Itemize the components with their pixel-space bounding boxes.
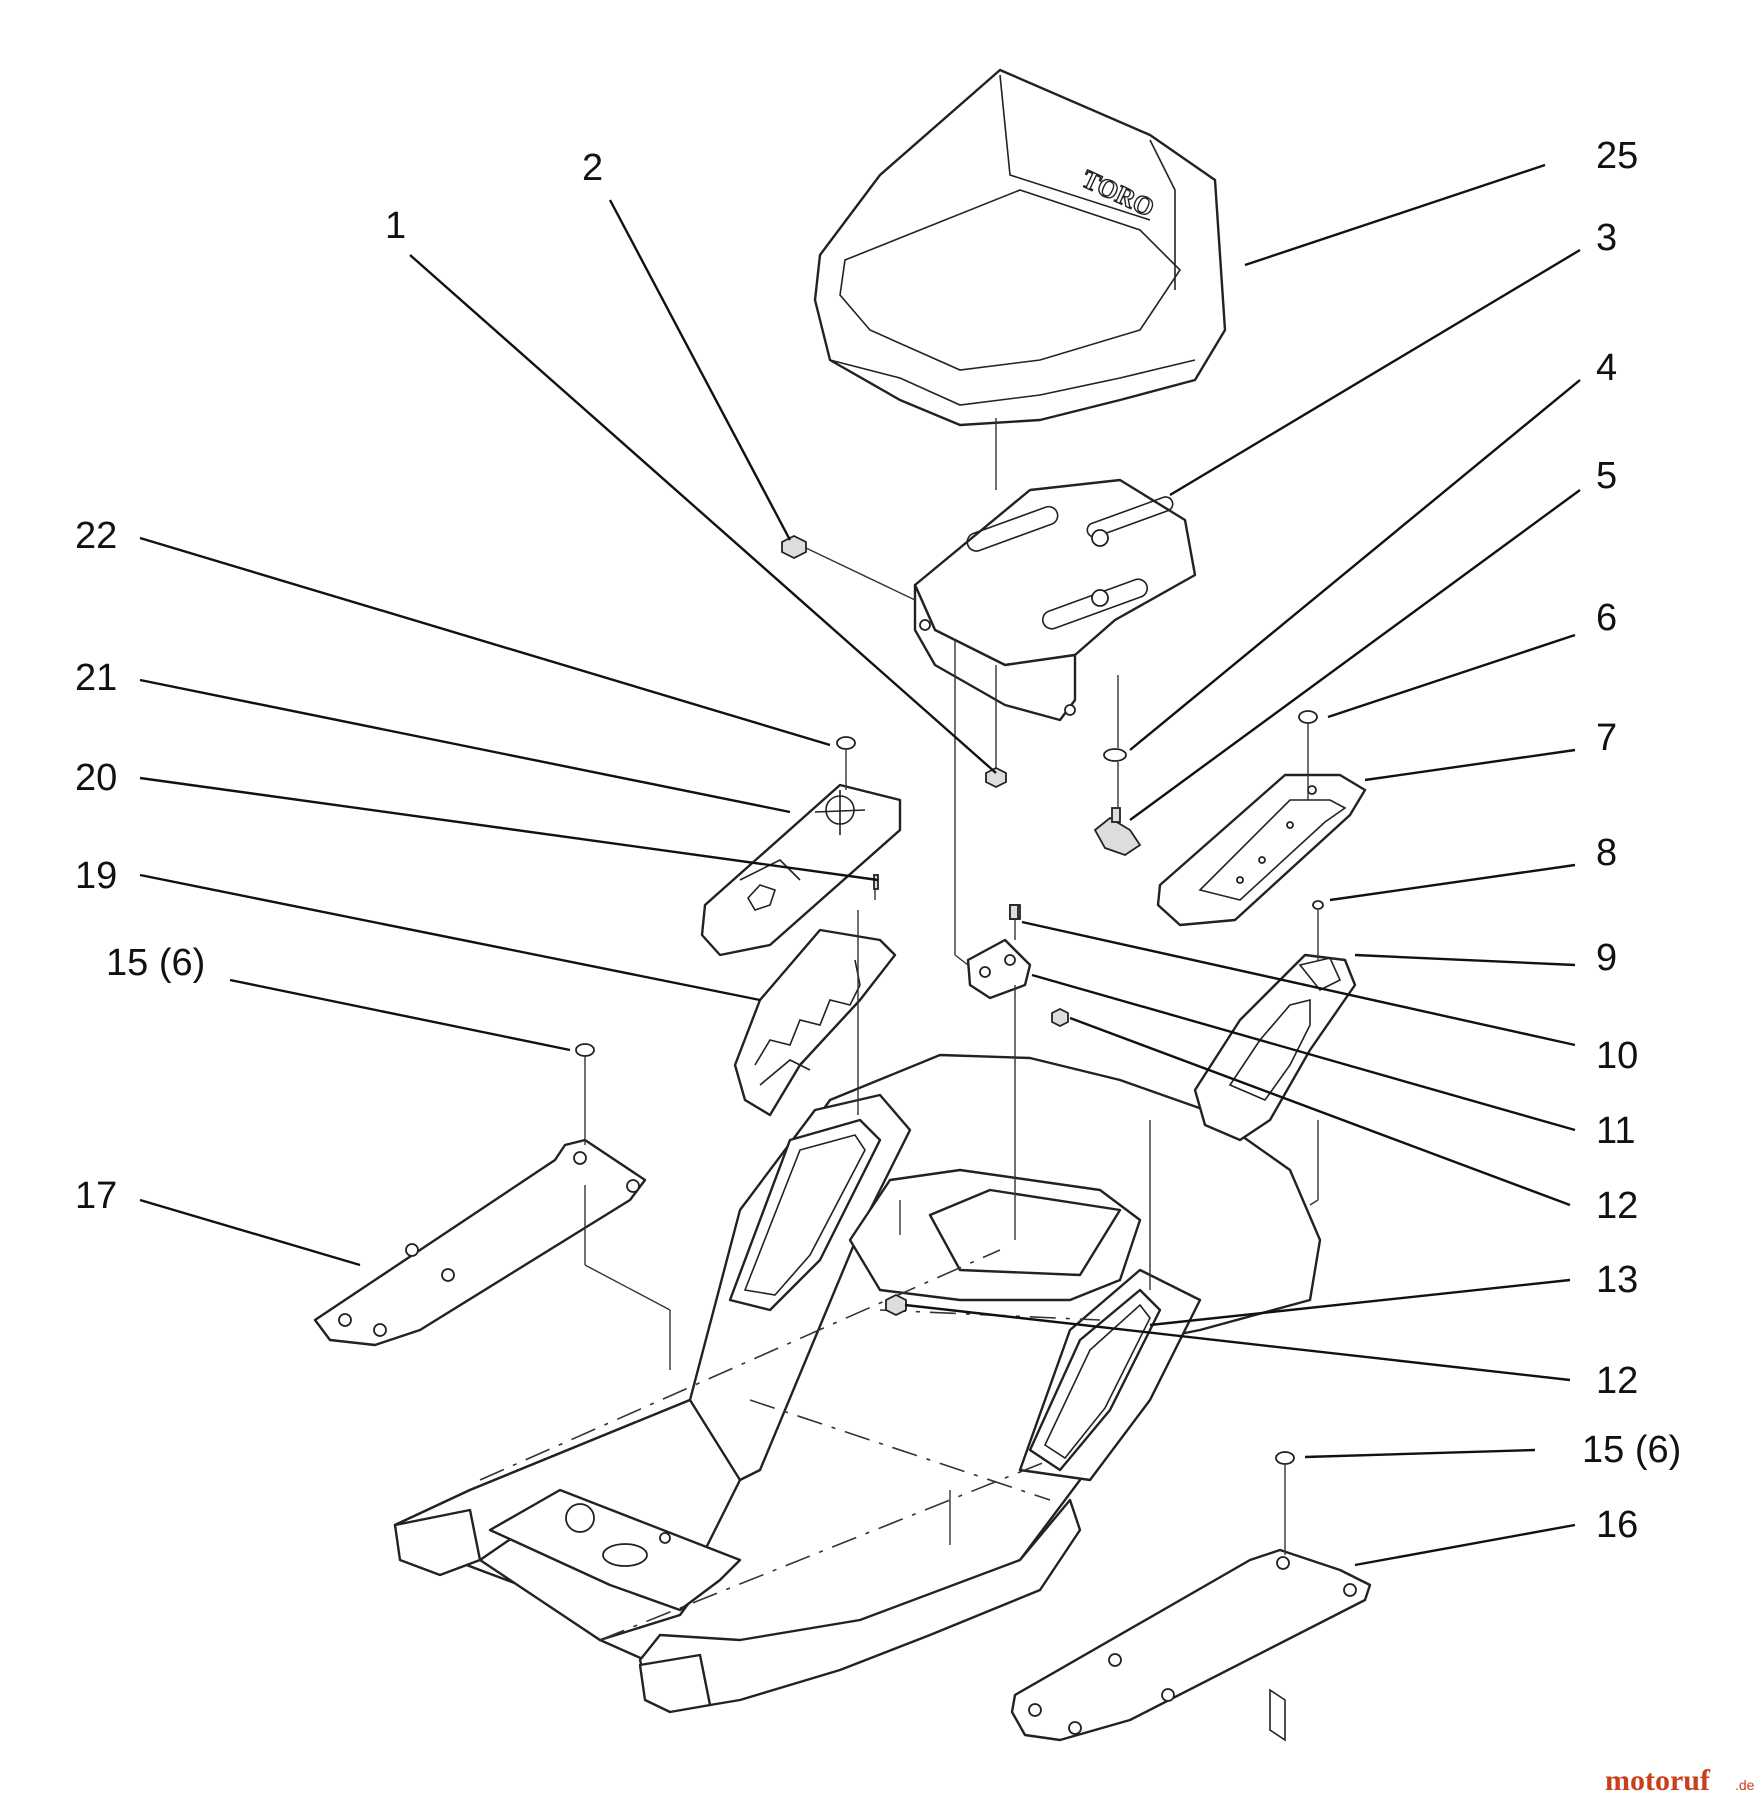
right-adjust-plate-upper — [1156, 773, 1367, 927]
watermark-logo: motoruf .de — [1605, 1764, 1755, 1797]
callout-6: 6 — [1596, 597, 1617, 639]
callout-2: 2 — [582, 147, 603, 189]
callout-12-lower: 12 — [1596, 1360, 1638, 1402]
callout-19: 19 — [75, 855, 117, 897]
callout-3: 3 — [1596, 217, 1617, 259]
callout-15-left: 15 (6) — [106, 942, 205, 984]
assembly-axes — [584, 418, 1319, 1555]
callout-labels: 1 2 3 4 5 6 7 8 9 10 11 12 13 12 15 (6) … — [75, 135, 1681, 1546]
callout-21: 21 — [75, 657, 117, 699]
callout-22: 22 — [75, 515, 117, 557]
seat-hinge-bracket — [966, 904, 1032, 1000]
callout-12-upper: 12 — [1596, 1185, 1638, 1227]
callout-15-right: 15 (6) — [1582, 1429, 1681, 1471]
callout-17: 17 — [75, 1175, 117, 1217]
fender-body — [393, 1053, 1322, 1714]
callout-1: 1 — [385, 205, 406, 247]
callout-4: 4 — [1596, 347, 1617, 389]
hardware — [575, 534, 1324, 1465]
callout-5: 5 — [1596, 455, 1617, 497]
left-side-panel — [313, 1138, 647, 1347]
left-adjust-plate-lower — [733, 928, 897, 1117]
callout-8: 8 — [1596, 832, 1617, 874]
callout-10: 10 — [1596, 1035, 1638, 1077]
right-side-panel — [1010, 1548, 1372, 1742]
callout-9: 9 — [1596, 937, 1617, 979]
callout-11: 11 — [1596, 1110, 1635, 1152]
callout-16: 16 — [1596, 1504, 1638, 1546]
callout-25: 25 — [1596, 135, 1638, 177]
leader-lines — [139, 163, 1581, 1567]
callout-7: 7 — [1596, 717, 1617, 759]
callout-20: 20 — [75, 757, 117, 799]
seat-bracket — [913, 478, 1197, 722]
callout-13: 13 — [1596, 1259, 1638, 1301]
watermark-name: motoruf — [1605, 1764, 1711, 1797]
seat: TORO — [813, 68, 1227, 427]
watermark-tld: .de — [1735, 1777, 1755, 1793]
right-adjust-plate-lower — [1193, 953, 1357, 1142]
